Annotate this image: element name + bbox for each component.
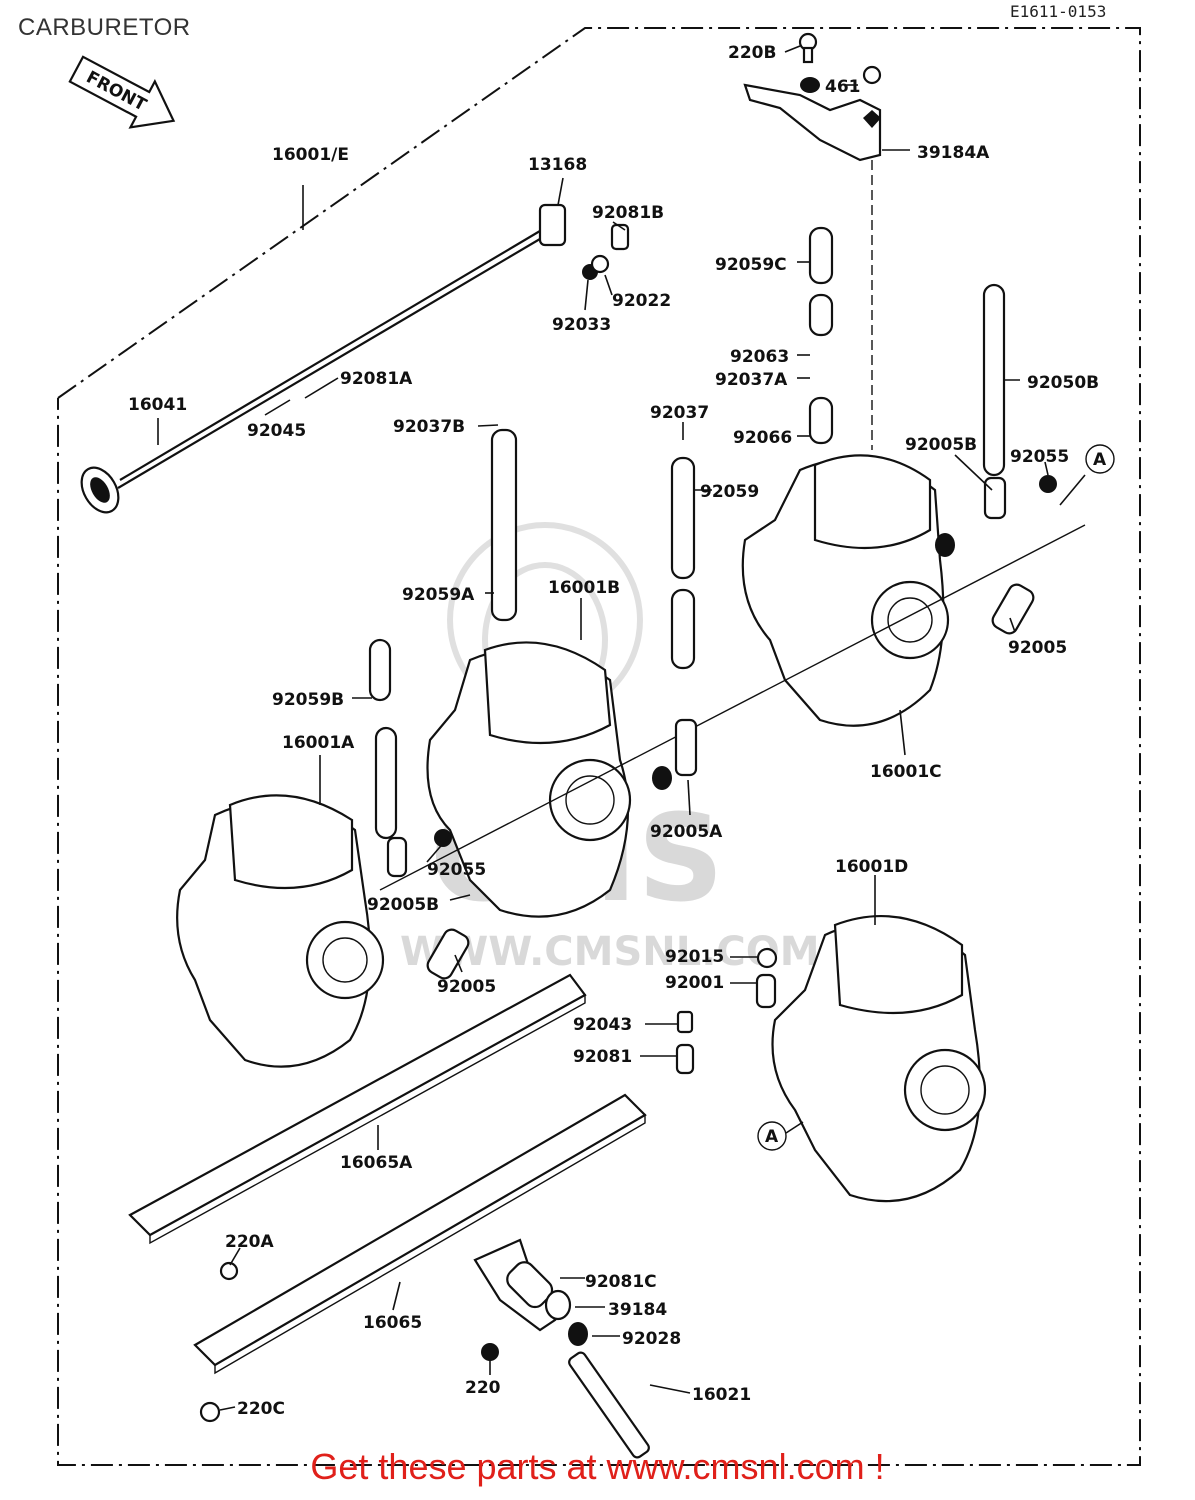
- part-label: 16041: [128, 395, 187, 415]
- carburetor-16001D: [771, 915, 987, 1203]
- part-label: 461: [825, 77, 861, 97]
- vent-tubes: [368, 160, 1006, 840]
- part-label: 92066: [733, 428, 792, 448]
- svg-text:A: A: [765, 1127, 779, 1147]
- part-label: 16001C: [870, 762, 942, 782]
- part-label: 92043: [573, 1015, 632, 1035]
- part-label: 16001D: [835, 857, 908, 877]
- part-label: 92005B: [905, 435, 977, 455]
- frame-outline: [57, 27, 1141, 1466]
- part-label: 92037: [650, 403, 709, 423]
- part-label: 220C: [237, 1399, 285, 1419]
- part-label: 92055: [1010, 447, 1069, 467]
- part-label: 92005: [437, 977, 496, 997]
- part-label: 220B: [728, 43, 776, 63]
- part-label: 16001A: [282, 733, 355, 753]
- footer-link[interactable]: Get these parts at www.cmsnl.com !: [310, 1446, 885, 1487]
- part-label: 92028: [622, 1329, 681, 1349]
- part-label: 16065: [363, 1313, 422, 1333]
- mounting-plate-16065A: [128, 973, 587, 1245]
- carburetor-16001B: [426, 641, 632, 918]
- part-label: 220: [465, 1378, 501, 1398]
- callout-A-bottom: A: [757, 1121, 787, 1151]
- part-label: 92015: [665, 947, 724, 967]
- part-label: 92081C: [585, 1272, 657, 1292]
- leader-lines: [157, 45, 1086, 1411]
- part-label: 92033: [552, 315, 611, 335]
- callout-A-top: A: [1085, 444, 1115, 474]
- part-label: 92045: [247, 421, 306, 441]
- diagram-code: E1611-0153: [1010, 2, 1107, 21]
- part-label: 16065A: [340, 1153, 413, 1173]
- part-label: 92059A: [402, 585, 475, 605]
- part-label: 16021: [692, 1385, 751, 1405]
- mounting-plate-16065: [193, 1093, 647, 1375]
- part-label: 92005B: [367, 895, 439, 915]
- part-label: 92081B: [592, 203, 664, 223]
- part-label: 92037A: [715, 370, 788, 390]
- watermark-url: WWW.CMSNL.COM: [400, 929, 820, 975]
- part-label: 92055: [427, 860, 486, 880]
- part-label: 39184: [608, 1300, 667, 1320]
- part-labels: 220B 461 39184A 16001/E 13168 92081B 920…: [128, 43, 1099, 1419]
- part-label: 13168: [528, 155, 587, 175]
- choke-shaft: [80, 203, 630, 514]
- part-label: 39184A: [917, 143, 990, 163]
- part-label: 16001/E: [272, 145, 349, 165]
- part-label: 92063: [730, 347, 789, 367]
- part-label: 92050B: [1027, 373, 1099, 393]
- part-label: 92001: [665, 973, 724, 993]
- part-label: 92037B: [393, 417, 465, 437]
- part-label: 92059: [700, 482, 759, 502]
- part-label: 92081A: [340, 369, 413, 389]
- throttle-bracket: [743, 32, 882, 162]
- page-title: CARBURETOR: [18, 14, 191, 41]
- part-label: 92005A: [650, 822, 723, 842]
- fuel-line: [379, 475, 1086, 980]
- linkage-parts: [199, 947, 778, 1459]
- svg-text:A: A: [1093, 450, 1107, 470]
- part-label: 92005: [1008, 638, 1067, 658]
- part-label: 220A: [225, 1232, 274, 1252]
- part-label: 92059B: [272, 690, 344, 710]
- part-label: 16001B: [548, 578, 620, 598]
- carburetor-16001C: [741, 454, 950, 727]
- carburetor-16001A: [176, 794, 385, 1068]
- part-label: 92081: [573, 1047, 632, 1067]
- part-label: 92022: [612, 291, 671, 311]
- part-label: 92059C: [715, 255, 787, 275]
- front-arrow-icon: FRONT: [68, 55, 176, 129]
